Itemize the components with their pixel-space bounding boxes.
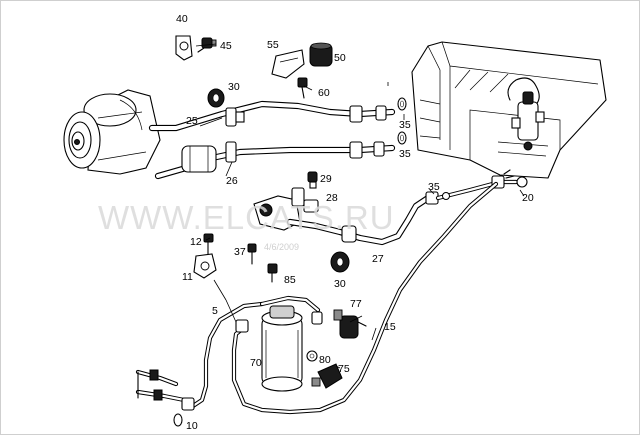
callout-40: 40	[176, 13, 188, 25]
nut-85	[267, 263, 278, 283]
screw-60	[297, 77, 308, 99]
clamp-40	[175, 35, 193, 61]
callout-5: 5	[212, 305, 218, 317]
callout-60: 60	[318, 87, 330, 99]
callout-30-top: 30	[228, 81, 240, 93]
callout-80: 80	[319, 354, 331, 366]
callout-70: 70	[250, 357, 262, 369]
pressure-switch-77	[333, 309, 367, 339]
pipe-15	[231, 181, 499, 415]
rubber-mount-50	[309, 42, 333, 67]
hose-25	[148, 100, 396, 132]
heater-housing	[411, 41, 607, 179]
date-stamp: 4/6/2009	[264, 242, 299, 252]
bracket-55	[271, 49, 305, 79]
callout-37: 37	[234, 246, 246, 258]
callout-12: 12	[190, 236, 202, 248]
hose-27	[286, 191, 439, 246]
clamp-11	[193, 253, 217, 279]
callout-27: 27	[372, 253, 384, 265]
callout-75: 75	[338, 363, 350, 375]
o-ring-35-upper	[397, 97, 407, 111]
callout-35-right: 35	[428, 181, 440, 193]
callout-29: 29	[320, 173, 332, 185]
callout-10: 10	[186, 420, 198, 432]
leader-lines	[195, 43, 525, 369]
valve-29	[307, 171, 318, 189]
compressor	[63, 89, 161, 175]
bolt-45	[197, 37, 217, 53]
o-ring-35-lower	[397, 131, 407, 145]
callout-25: 25	[186, 115, 198, 127]
o-ring-80	[306, 350, 318, 362]
callout-85: 85	[284, 274, 296, 286]
hose-26	[154, 141, 396, 180]
callout-20: 20	[522, 192, 534, 204]
callout-15: 15	[384, 321, 396, 333]
callout-28: 28	[326, 192, 338, 204]
grommet-30-top	[207, 88, 225, 108]
sensor-75	[311, 363, 343, 389]
callout-50: 50	[334, 52, 346, 64]
callout-30-center: 30	[334, 278, 346, 290]
watermark-text: WWW.ELCATS.RU	[98, 199, 395, 236]
callout-26: 26	[226, 175, 238, 187]
callout-55: 55	[267, 39, 279, 51]
callout-11: 11	[182, 271, 193, 283]
connector-10	[135, 369, 195, 427]
pipe-5	[187, 295, 323, 411]
expansion-valve	[511, 91, 545, 151]
callout-35-upper: 35	[399, 119, 411, 131]
callout-77: 77	[350, 298, 362, 310]
callout-35-lower: 35	[399, 148, 411, 160]
screw-37	[247, 243, 257, 265]
screw-12	[203, 233, 214, 255]
callout-45: 45	[220, 40, 232, 52]
grommet-30-center	[330, 251, 350, 273]
receiver-drier-70	[261, 305, 303, 392]
